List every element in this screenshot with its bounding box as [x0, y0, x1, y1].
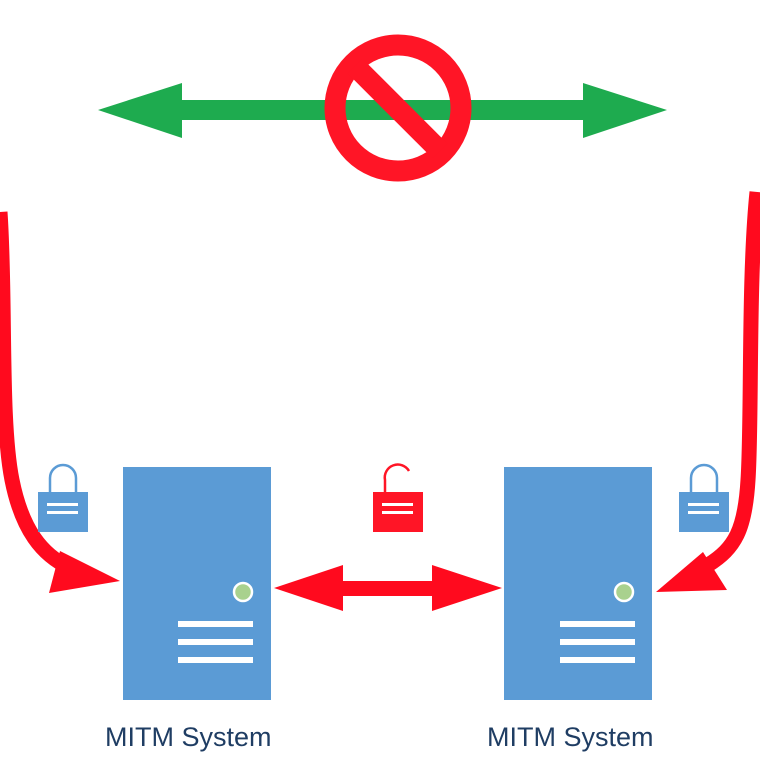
- node-label-right: MITM System: [487, 722, 654, 752]
- prohibited-icon: [324, 34, 472, 182]
- lock-open-icon: [373, 463, 423, 532]
- node-label-left: MITM System: [105, 722, 272, 752]
- mitm-link-arrow: [274, 565, 502, 611]
- lock-closed-icon: [38, 463, 88, 532]
- direct-connection-arrow: [98, 83, 667, 138]
- server-icon: [123, 467, 271, 700]
- lock-closed-icon: [679, 463, 729, 532]
- left-intercept-arrow: [0, 211, 120, 593]
- server-icon: [504, 467, 652, 700]
- right-intercept-arrow: [656, 191, 760, 592]
